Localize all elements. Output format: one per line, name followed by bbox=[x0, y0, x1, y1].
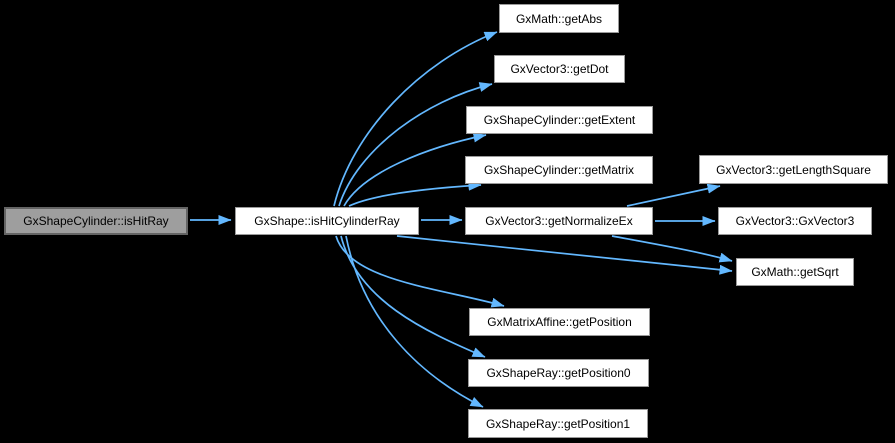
edge-is-hit-cylinder-ray-to-get-position1 bbox=[345, 235, 484, 408]
edge-is-hit-cylinder-ray-to-get-position0 bbox=[340, 235, 486, 358]
graph-node-gx-vector3-ctor[interactable]: GxVector3::GxVector3 bbox=[718, 207, 872, 235]
graph-node-get-position1[interactable]: GxShapeRay::getPosition1 bbox=[468, 409, 648, 438]
edge-is-hit-cylinder-ray-to-get-extent bbox=[343, 132, 487, 207]
graph-node-get-normalize-ex[interactable]: GxVector3::getNormalizeEx bbox=[465, 207, 653, 235]
graph-node-get-length-square[interactable]: GxVector3::getLengthSquare bbox=[699, 155, 888, 184]
edge-is-hit-cylinder-ray-to-get-abs bbox=[333, 31, 498, 207]
graph-node-get-position0[interactable]: GxShapeRay::getPosition0 bbox=[468, 359, 649, 387]
edge-group bbox=[190, 31, 733, 408]
edge-get-normalize-ex-to-get-sqrt bbox=[611, 235, 733, 263]
graph-node-is-hit-cylinder-ray[interactable]: GxShape::isHitCylinderRay bbox=[235, 207, 419, 235]
graph-node-get-sqrt[interactable]: GxMath::getSqrt bbox=[736, 258, 854, 286]
edge-is-hit-cylinder-ray-to-get-matrix bbox=[348, 180, 482, 207]
graph-node-get-extent[interactable]: GxShapeCylinder::getExtent bbox=[466, 106, 653, 134]
graph-node-get-dot[interactable]: GxVector3::getDot bbox=[494, 55, 625, 83]
edge-get-normalize-ex-to-get-length-square bbox=[626, 183, 721, 207]
graph-node-get-matrix[interactable]: GxShapeCylinder::getMatrix bbox=[465, 156, 653, 184]
graph-node-is-hit-ray: GxShapeCylinder::isHitRay bbox=[4, 207, 188, 235]
edge-is-hit-cylinder-ray-to-get-position bbox=[335, 235, 505, 308]
edge-is-hit-cylinder-ray-to-get-sqrt bbox=[396, 235, 733, 275]
graph-node-get-abs[interactable]: GxMath::getAbs bbox=[499, 4, 619, 33]
graph-node-get-position[interactable]: GxMatrixAffine::getPosition bbox=[469, 308, 650, 336]
edge-is-hit-cylinder-ray-to-get-dot bbox=[338, 82, 493, 207]
